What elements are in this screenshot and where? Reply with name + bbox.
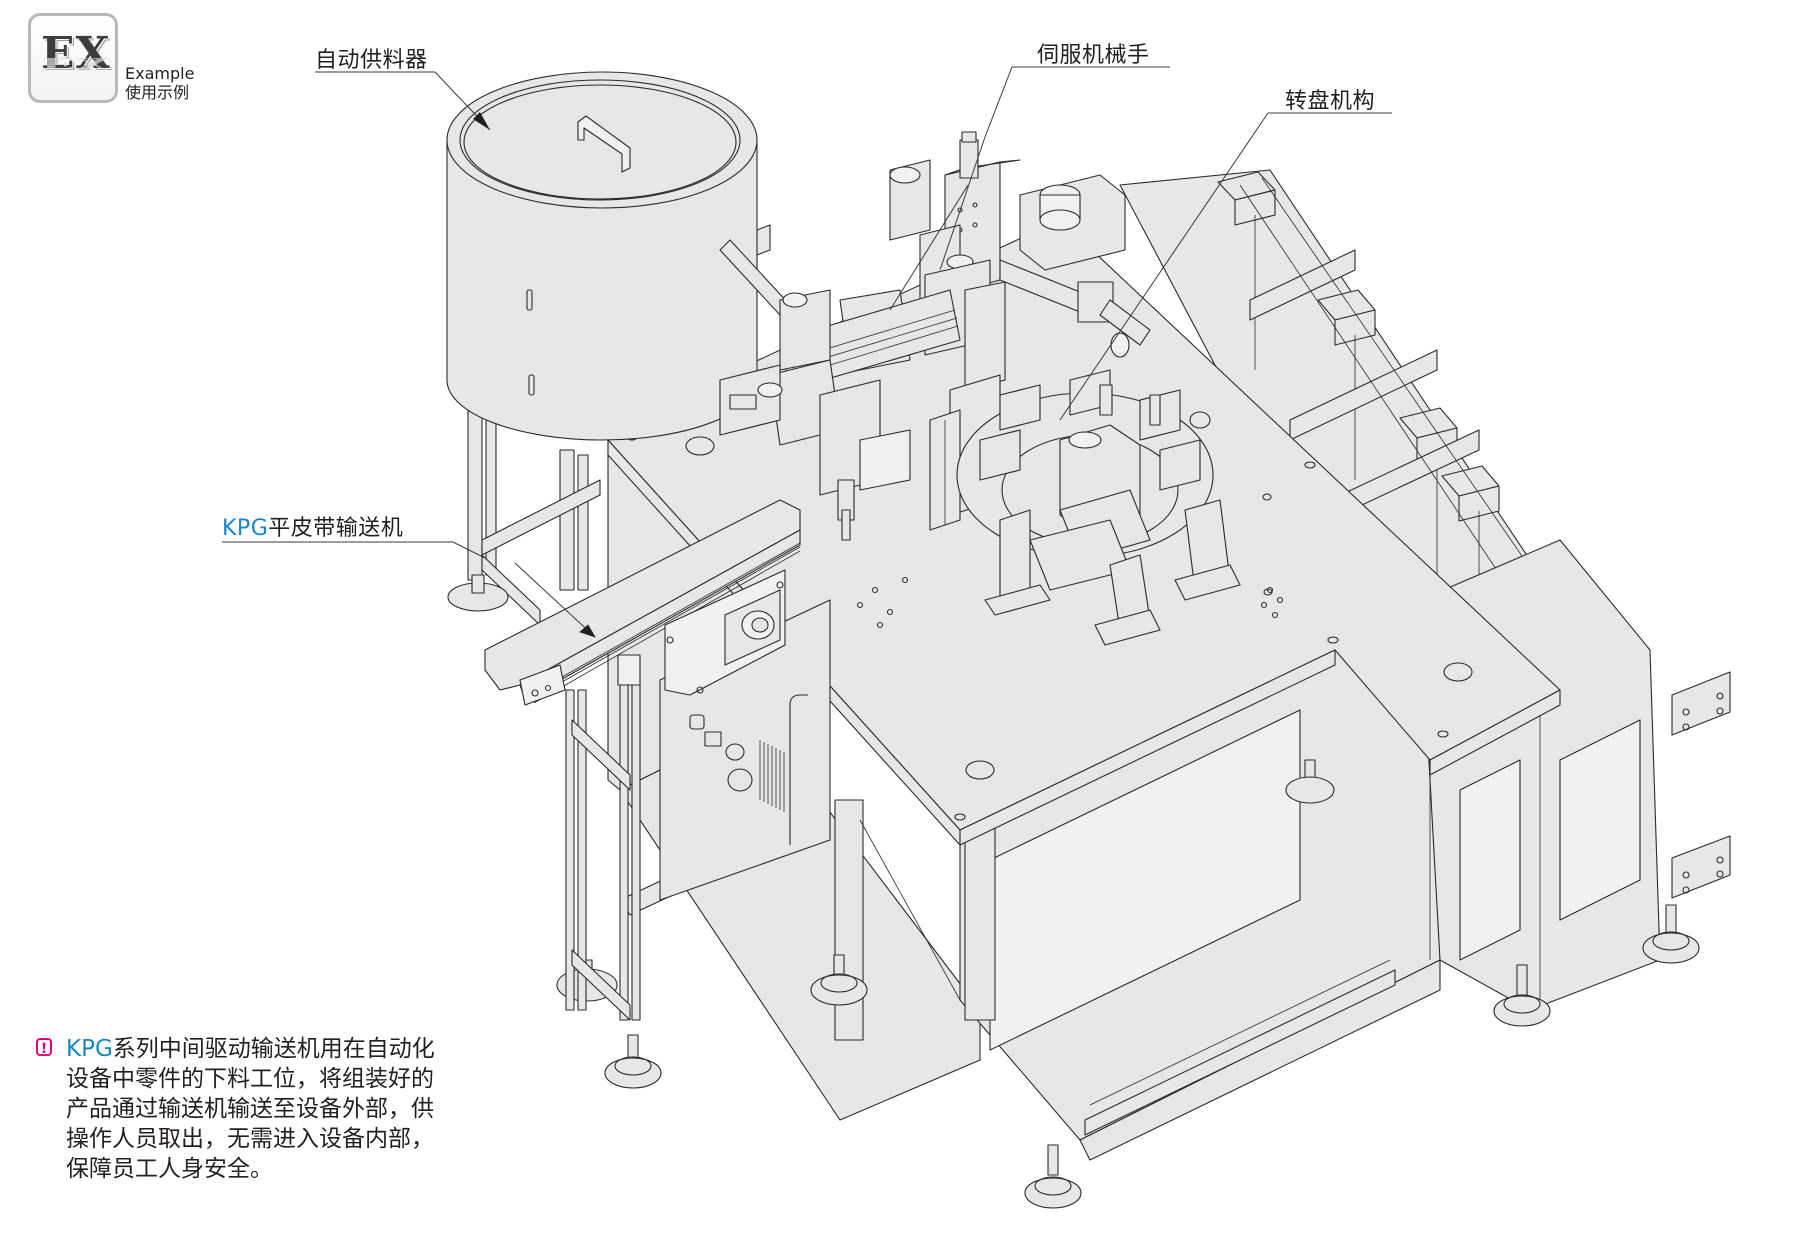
note-line-1: KPG系列中间驱动输送机用在自动化 bbox=[36, 1034, 516, 1064]
support-bracket-1 bbox=[984, 509, 1051, 616]
note-line-5: 保障员工人身安全。 bbox=[66, 1156, 273, 1182]
badge-caption: Example 使用示例 bbox=[125, 64, 194, 102]
rotary-table bbox=[856, 369, 1284, 646]
callout-kpg-conveyor: KPG平皮带输送机 bbox=[222, 510, 403, 542]
callout-kpg-prefix: KPG bbox=[222, 516, 269, 541]
badge-title: EX bbox=[41, 28, 111, 79]
example-badge: EX EX bbox=[28, 13, 118, 103]
support-bracket-3 bbox=[1174, 499, 1241, 601]
callout-leaders bbox=[222, 66, 1392, 559]
support-bracket-2 bbox=[1094, 554, 1161, 646]
auto-feeder bbox=[446, 71, 791, 441]
foot-1 bbox=[1024, 1144, 1082, 1209]
foot-7 bbox=[604, 1034, 662, 1089]
note-line-2: 设备中零件的下料工位，将组装好的 bbox=[66, 1066, 434, 1092]
feeder-stand bbox=[447, 399, 601, 626]
exclamation-box-icon: ! bbox=[36, 1038, 52, 1057]
foot-2 bbox=[1493, 964, 1551, 1027]
foot-3 bbox=[1642, 904, 1700, 964]
callout-auto-feeder: 自动供料器 bbox=[315, 48, 428, 73]
badge-caption-en: Example bbox=[125, 64, 195, 83]
foot-4 bbox=[810, 954, 868, 1006]
note-line-3: 产品通过输送机输送至设备外部，供 bbox=[66, 1096, 434, 1122]
foot-5 bbox=[1285, 759, 1335, 804]
callout-kpg-suffix: 平皮带输送机 bbox=[268, 516, 404, 541]
usage-note: ! KPG系列中间驱动输送机用在自动化 设备中零件的下料工位，将组装好的 产品通… bbox=[36, 1034, 516, 1184]
badge-caption-zh: 使用示例 bbox=[125, 83, 190, 102]
note-accent-prefix: KPG bbox=[66, 1036, 113, 1062]
badge-title-reflection: EX bbox=[41, 54, 111, 72]
note-line-1-text: 系列中间驱动输送机用在自动化 bbox=[112, 1036, 435, 1062]
vent-grille bbox=[759, 740, 785, 812]
callout-servo-manipulator: 伺服机械手 bbox=[1037, 43, 1150, 68]
kpg-conveyor bbox=[484, 499, 801, 1021]
note-line-4: 操作人员取出，无需进入设备内部， bbox=[66, 1126, 434, 1152]
callout-rotary-table: 转盘机构 bbox=[1285, 89, 1376, 114]
